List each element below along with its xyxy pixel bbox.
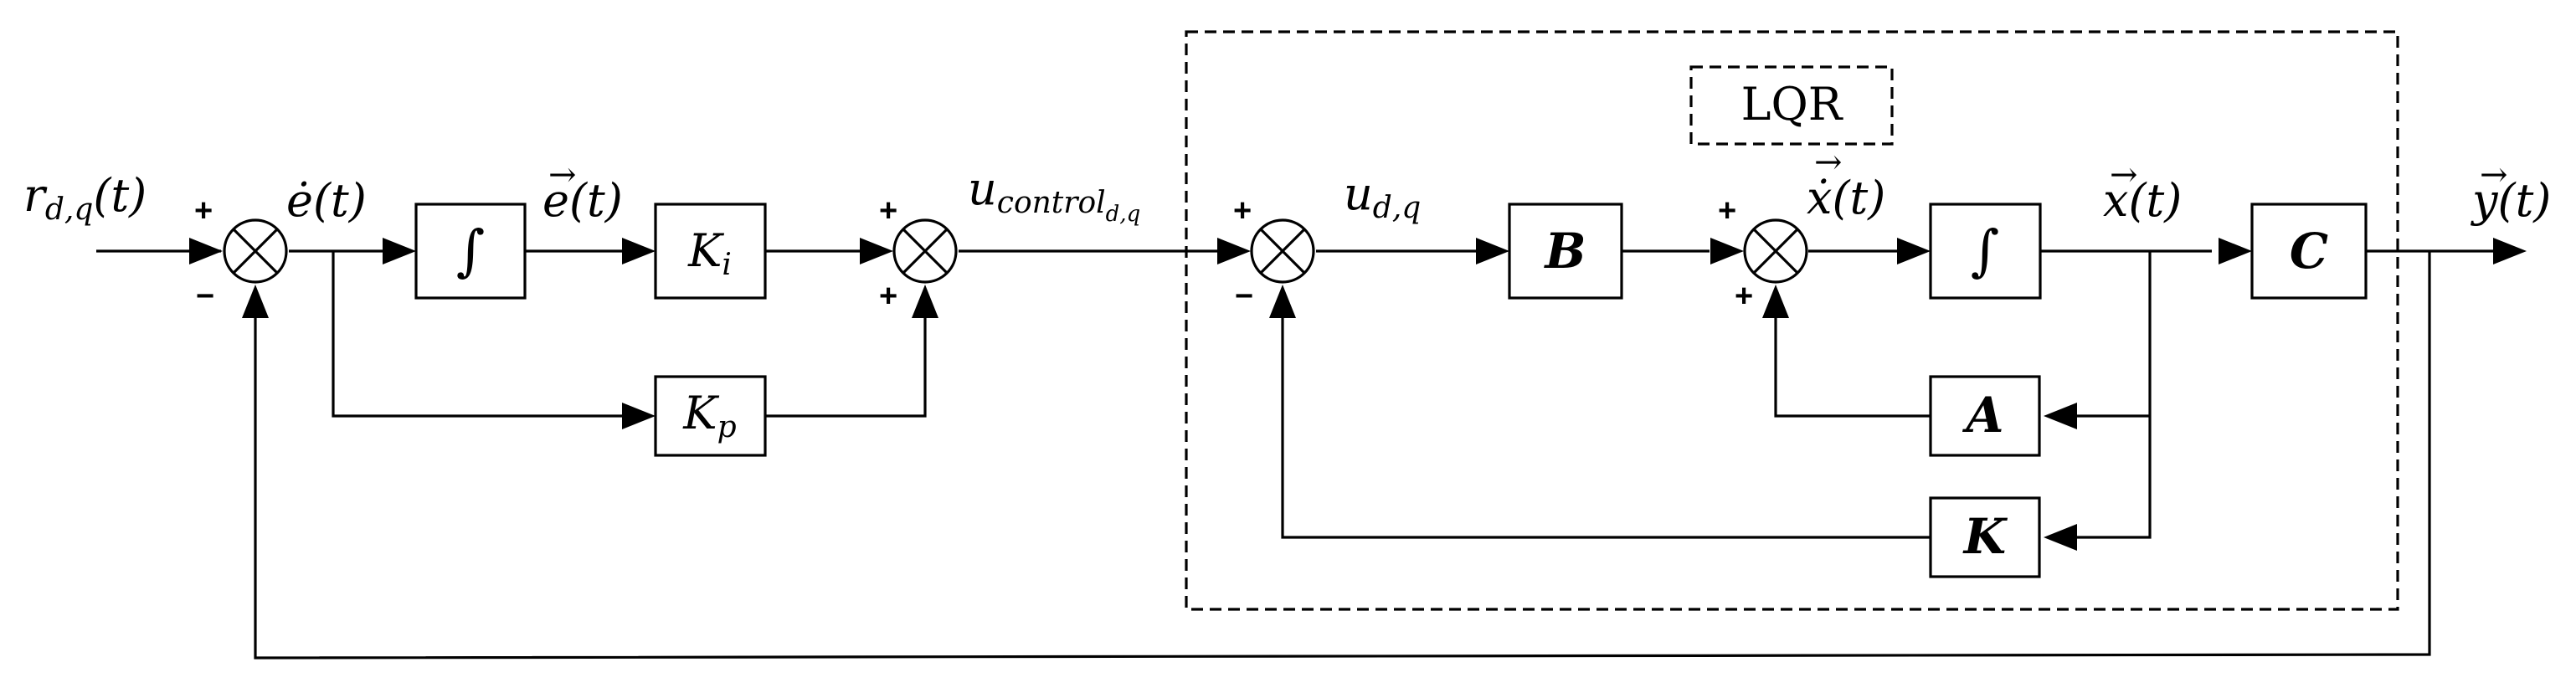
arrow-into-integrator2 [1897, 238, 1931, 264]
lqr-label: LQR [1741, 78, 1843, 131]
x-vector-arrow: → [2110, 156, 2138, 194]
arrow-into-integrator1 [383, 238, 416, 264]
kp-block [654, 375, 767, 457]
arrow-into-sum2-bottom [912, 285, 938, 318]
ki-label: Ki [687, 224, 732, 282]
wire-k-out [1281, 313, 1931, 539]
arrow-into-sum1-bottom [242, 285, 269, 318]
arrow-into-sum4 [1710, 238, 1744, 264]
sum2-plus-sign-top: + [879, 193, 897, 228]
reference-signal-label: rd,q(t) [23, 169, 147, 227]
sum4-plus-sign-bottom: + [1735, 279, 1753, 314]
arrow-into-a [2044, 403, 2077, 429]
a-label: A [1962, 387, 2003, 444]
x-dot-vector-arrow: → [1814, 143, 1843, 182]
arrow-into-sum4-bottom [1762, 285, 1789, 318]
arrow-into-sum2 [860, 238, 893, 264]
integrator-block-2 [1929, 203, 2042, 300]
sum-junction-1 [223, 218, 288, 284]
arrow-output [2493, 238, 2527, 264]
c-block [2250, 203, 2368, 300]
sum3-minus-sign: − [1235, 279, 1253, 314]
y-vector-arrow: → [2480, 156, 2508, 194]
lqr-region [1185, 30, 2399, 611]
a-block [1929, 375, 2041, 457]
sum4-plus-sign-top: + [1718, 193, 1736, 228]
error-dot-label: ė(t) [286, 174, 367, 227]
u-control-label: ucontrold,q [968, 162, 1140, 227]
sum3-plus-sign: + [1233, 193, 1252, 228]
integrator-block-1 [414, 203, 527, 300]
c-label: C [2290, 223, 2328, 280]
b-block [1508, 203, 1623, 300]
arrow-into-sum3 [1217, 238, 1251, 264]
error-label: e(t) [542, 174, 623, 227]
arrow-into-b [1476, 238, 1509, 264]
error-vector-arrow: → [548, 156, 577, 194]
sum1-minus-sign: − [196, 279, 214, 314]
arrow-into-k [2044, 524, 2077, 551]
sum-junction-4 [1743, 218, 1808, 284]
sum1-plus-sign: + [194, 193, 213, 228]
arrow-into-c [2219, 238, 2252, 264]
wire-kp-out [765, 313, 927, 418]
sum-junction-3 [1250, 218, 1315, 284]
arrow-into-sum1 [189, 238, 223, 264]
wire-x-to-k [2076, 251, 2152, 539]
u-dq-label: ud,q [1344, 167, 1421, 225]
wire-edot-to-kp [332, 251, 630, 418]
x-label: x(t) [2103, 174, 2182, 227]
arrow-into-kp [622, 403, 656, 429]
arrow-into-sum3-bottom [1269, 285, 1296, 318]
integrator-symbol-1: ∫ [456, 218, 485, 283]
ki-block [654, 203, 767, 300]
k-label: K [1962, 508, 2008, 565]
kp-label: Kp [682, 387, 736, 444]
lqr-label-box [1689, 65, 1894, 146]
k-block [1929, 496, 2041, 578]
sum2-plus-sign-bottom: + [879, 279, 897, 314]
integrator-symbol-2: ∫ [1971, 218, 1999, 283]
sum-junction-2 [892, 218, 958, 284]
wire-outer-feedback [254, 251, 2431, 660]
wire-a-out [1774, 313, 1931, 418]
x-dot-label: ẋ(t) [1807, 172, 1885, 224]
y-label: y(t) [2471, 174, 2551, 227]
b-label: B [1543, 223, 1586, 280]
arrow-into-ki [622, 238, 656, 264]
